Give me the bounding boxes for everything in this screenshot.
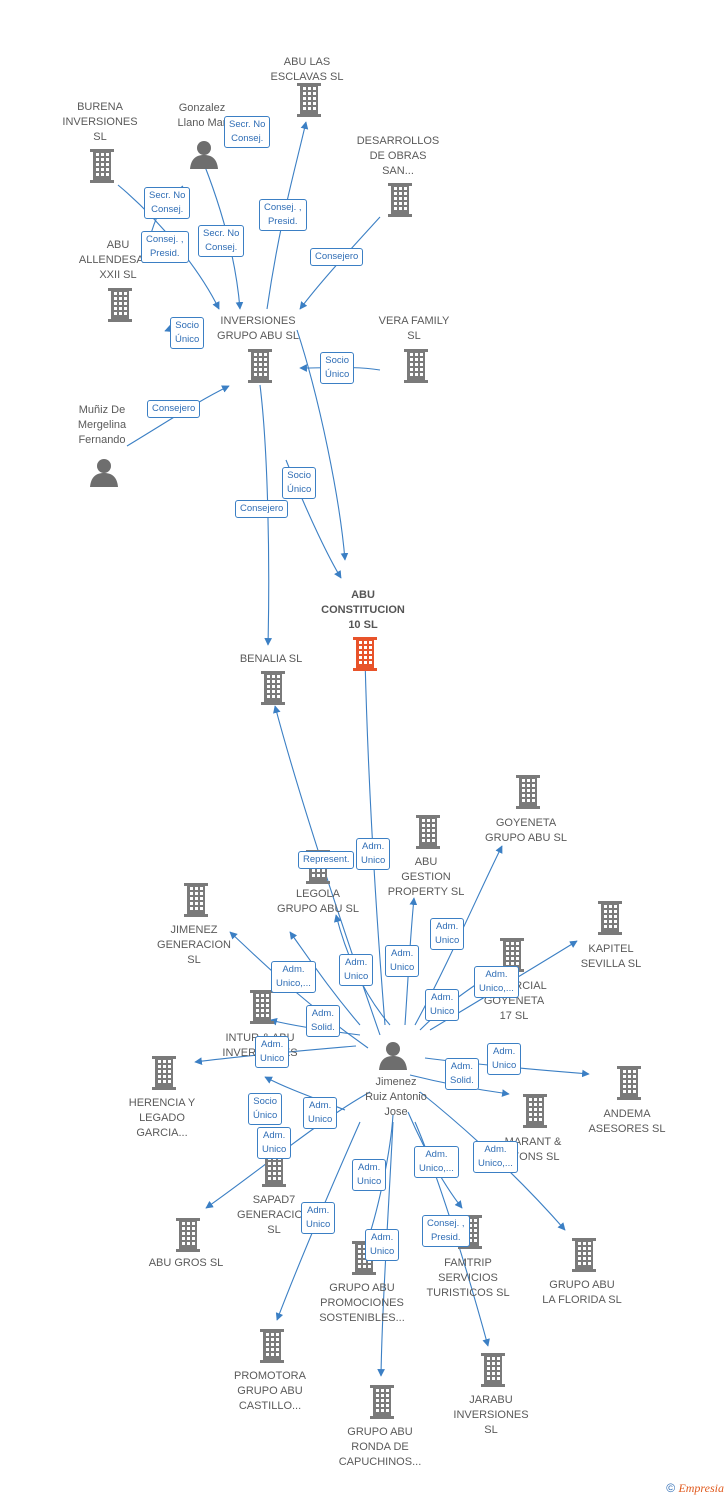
building-icon[interactable] bbox=[247, 990, 277, 1029]
edge-label-19[interactable]: Adm. Unico bbox=[425, 989, 460, 1021]
node-label[interactable]: JARABU INVERSIONES SL bbox=[453, 1394, 529, 1436]
edge-label-22[interactable]: Adm. Unico bbox=[487, 1043, 522, 1075]
building-icon[interactable] bbox=[258, 671, 288, 710]
edge-label-29[interactable]: Adm. Unico bbox=[301, 1202, 336, 1234]
node-label[interactable]: BENALIA SL bbox=[239, 653, 303, 665]
building-icon[interactable] bbox=[257, 1329, 287, 1368]
node-label[interactable]: GRUPO ABU PROMOCIONES SOSTENIBLES... bbox=[319, 1282, 405, 1324]
building-icon[interactable] bbox=[401, 349, 431, 388]
edge-label-14[interactable]: Adm. Unico bbox=[430, 918, 465, 950]
edge-label-11[interactable]: Represent. bbox=[298, 851, 355, 869]
node-label[interactable]: ANDEMA ASESORES SL bbox=[588, 1108, 666, 1135]
building-icon[interactable] bbox=[87, 149, 117, 188]
edge-label-3[interactable]: Secr. No Consej. bbox=[144, 187, 191, 219]
edge-label-30[interactable]: Consej. , Presid. bbox=[422, 1215, 470, 1247]
node-label[interactable]: PROMOTORA GRUPO ABU CASTILLO... bbox=[234, 1370, 306, 1412]
edge-label-7[interactable]: Socio Único bbox=[320, 352, 355, 384]
building-icon[interactable] bbox=[105, 288, 135, 327]
edge-label-20[interactable]: Adm. Unico bbox=[255, 1036, 290, 1068]
node-label[interactable]: DESARROLLOS DE OBRAS SAN... bbox=[356, 135, 440, 177]
node-label[interactable]: ABU CONSTITUCION 10 SL bbox=[321, 589, 405, 631]
edge-label-12[interactable]: Adm. Unico bbox=[356, 838, 391, 870]
edge-label-2[interactable]: Consejero bbox=[310, 248, 364, 266]
building-icon[interactable] bbox=[367, 1385, 397, 1424]
node-label[interactable]: ABU GROS SL bbox=[148, 1257, 224, 1269]
node-label[interactable]: HERENCIA Y LEGADO GARCIA... bbox=[128, 1097, 196, 1139]
node-label[interactable]: GOYENETA GRUPO ABU SL bbox=[485, 817, 567, 844]
building-icon[interactable] bbox=[614, 1066, 644, 1105]
edge-label-13[interactable]: Adm. Unico bbox=[385, 945, 420, 977]
footer-brand[interactable]: © Empresia bbox=[666, 1481, 724, 1496]
edge-31 bbox=[377, 1121, 394, 1377]
node-label[interactable]: ABU ALLENDESALA XXII SL bbox=[78, 239, 158, 281]
node-label[interactable]: KAPITEL SEVILLA SL bbox=[580, 943, 642, 970]
edge-0 bbox=[296, 329, 349, 561]
edge-label-31[interactable]: Adm. Unico bbox=[365, 1229, 400, 1261]
node-label[interactable]: LEGOLA GRUPO ABU SL bbox=[277, 888, 359, 915]
building-icon[interactable] bbox=[173, 1218, 203, 1257]
node-label[interactable]: GRUPO ABU LA FLORIDA SL bbox=[542, 1279, 622, 1306]
edge-label-8[interactable]: Consejero bbox=[147, 400, 201, 418]
building-icon[interactable] bbox=[569, 1238, 599, 1277]
person-icon[interactable] bbox=[189, 139, 219, 174]
edge-label-9[interactable]: Socio Único bbox=[282, 467, 317, 499]
edge-label-21[interactable]: Adm. Solid. bbox=[445, 1058, 479, 1090]
copyright-symbol: © bbox=[666, 1481, 676, 1495]
node-label[interactable]: ABU GESTION PROPERTY SL bbox=[387, 856, 465, 898]
node-label[interactable]: VERA FAMILY SL bbox=[378, 315, 450, 342]
building-icon[interactable] bbox=[478, 1353, 508, 1392]
node-label[interactable]: INVERSIONES GRUPO ABU SL bbox=[217, 315, 299, 342]
node-label[interactable]: BURENA INVERSIONES SL bbox=[62, 101, 138, 143]
building-icon[interactable] bbox=[350, 637, 380, 676]
node-label[interactable]: Gonzalez Llano Mar bbox=[177, 102, 227, 129]
building-icon[interactable] bbox=[245, 349, 275, 388]
edge-label-17[interactable]: Adm. Unico,... bbox=[271, 961, 316, 993]
edge-label-4[interactable]: Consej. , Presid. bbox=[141, 231, 189, 263]
node-label[interactable]: Muñiz De Mergelina Fernando bbox=[77, 404, 127, 446]
brand-name: Empresia bbox=[678, 1481, 724, 1495]
building-icon[interactable] bbox=[520, 1094, 550, 1133]
building-icon[interactable] bbox=[294, 83, 324, 122]
node-label[interactable]: SAPAD7 GENERACION SL bbox=[237, 1194, 311, 1236]
edge-label-16[interactable]: Adm. Unico bbox=[339, 954, 374, 986]
building-icon[interactable] bbox=[149, 1056, 179, 1095]
edge-label-5[interactable]: Secr. No Consej. bbox=[198, 225, 245, 257]
edge-label-1[interactable]: Consej. , Presid. bbox=[259, 199, 307, 231]
person-icon[interactable] bbox=[378, 1040, 408, 1075]
building-icon[interactable] bbox=[413, 815, 443, 854]
person-icon[interactable] bbox=[89, 457, 119, 492]
building-icon[interactable] bbox=[595, 901, 625, 940]
node-label[interactable]: ABU LAS ESCLAVAS SL bbox=[270, 56, 344, 83]
edge-label-28[interactable]: Adm. Unico bbox=[352, 1159, 387, 1191]
edge-label-25[interactable]: Adm. Unico,... bbox=[473, 1141, 518, 1173]
edge-label-23[interactable]: Socio Único bbox=[248, 1093, 283, 1125]
edge-label-26[interactable]: Adm. Unico bbox=[257, 1127, 292, 1159]
edge-label-10[interactable]: Consejero bbox=[235, 500, 289, 518]
edge-label-18[interactable]: Adm. Solid. bbox=[306, 1005, 340, 1037]
edge-label-0[interactable]: Secr. No Consej. bbox=[224, 116, 271, 148]
edge-label-6[interactable]: Socio Único bbox=[170, 317, 205, 349]
node-label[interactable]: GRUPO ABU RONDA DE CAPUCHINOS... bbox=[338, 1426, 422, 1468]
edge-label-15[interactable]: Adm. Unico,... bbox=[474, 966, 519, 998]
edge-label-27[interactable]: Adm. Unico,... bbox=[414, 1146, 459, 1178]
node-label[interactable]: FAMTRIP SERVICIOS TURISTICOS SL bbox=[426, 1257, 510, 1299]
building-icon[interactable] bbox=[385, 183, 415, 222]
building-icon[interactable] bbox=[513, 775, 543, 814]
edge-18 bbox=[289, 931, 361, 1026]
edge-23 bbox=[264, 1076, 346, 1111]
node-label[interactable]: Jimenez Ruiz Antonio Jose bbox=[365, 1076, 427, 1118]
building-icon[interactable] bbox=[181, 883, 211, 922]
edge-label-24[interactable]: Adm. Unico bbox=[303, 1097, 338, 1129]
node-label[interactable]: JIMENEZ GENERACION SL bbox=[157, 924, 231, 966]
